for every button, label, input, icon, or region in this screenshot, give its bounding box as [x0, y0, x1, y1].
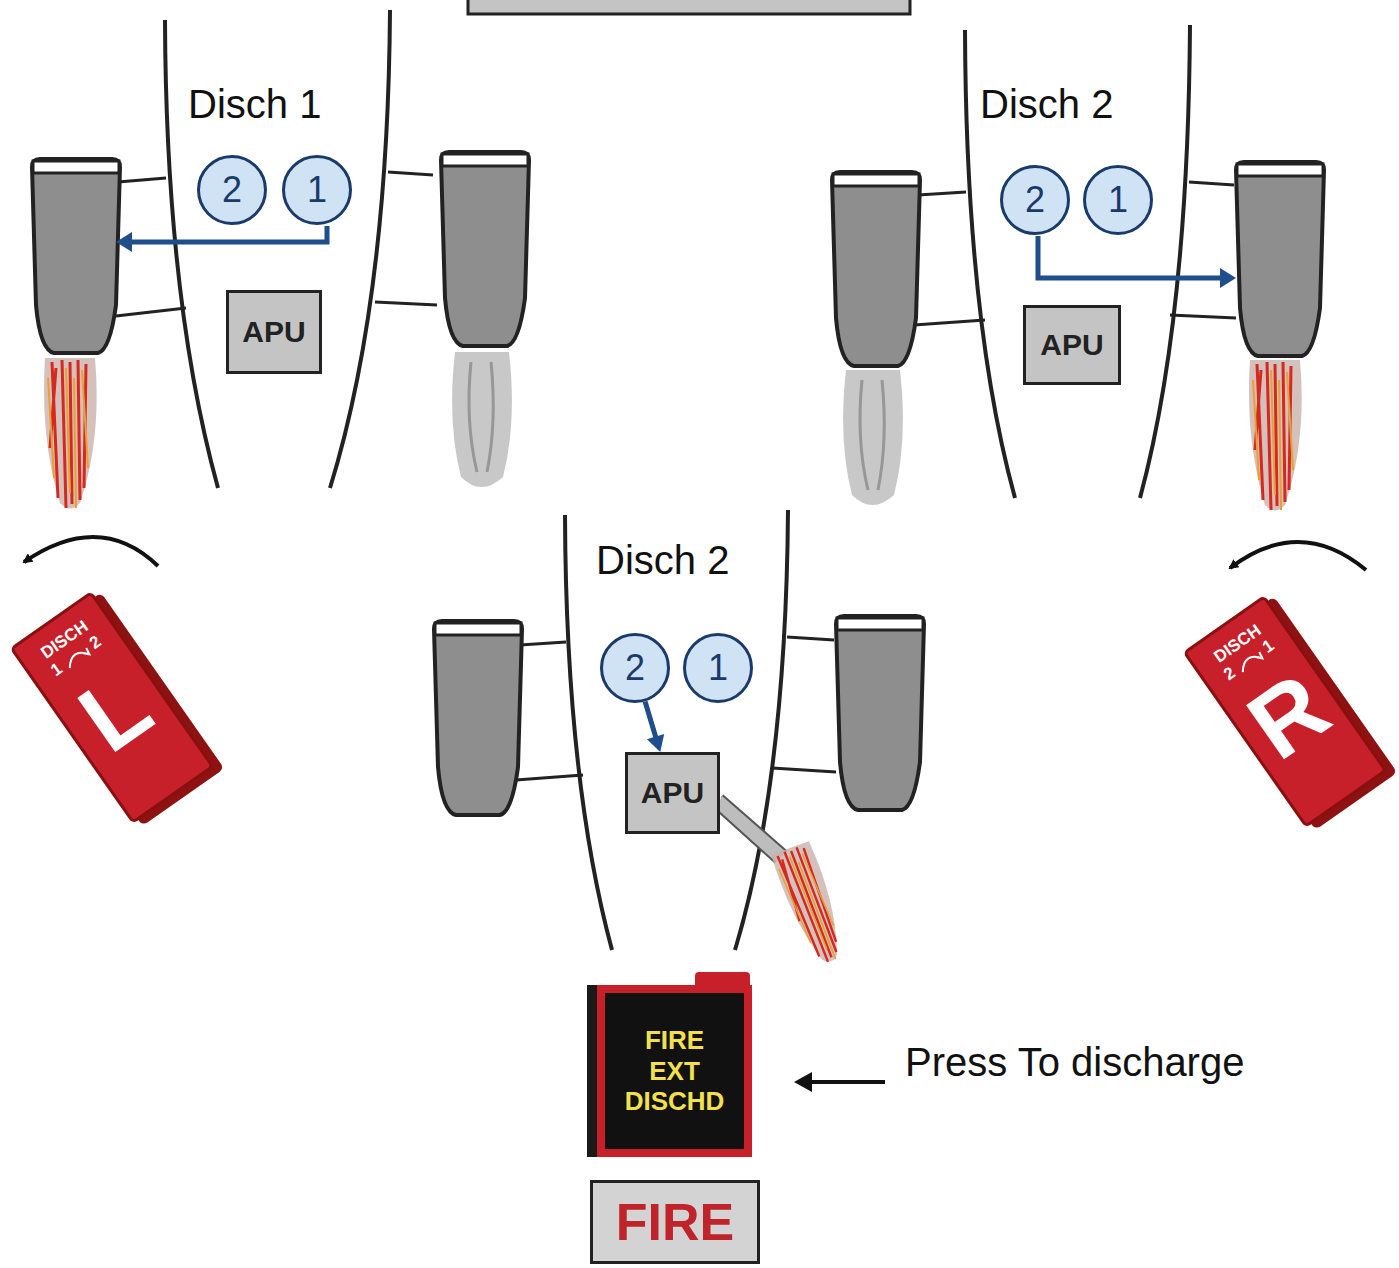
- handle-letter: R: [1231, 655, 1346, 777]
- position-number: 1: [47, 659, 66, 681]
- discharge-arrow: [645, 702, 664, 752]
- circle-text: 1: [307, 169, 327, 211]
- section-title: Disch 1: [188, 82, 321, 126]
- apu-box: APU: [1023, 305, 1121, 385]
- leader-line: [808, 1080, 885, 1084]
- note-label: Press To discharge: [905, 1040, 1244, 1085]
- circle-text: 1: [1108, 179, 1128, 221]
- bottle-number: 2: [1000, 165, 1070, 235]
- aircraft-disch-2-apu: [434, 510, 924, 968]
- connector-line: [645, 702, 657, 741]
- apu-box: APU: [226, 290, 322, 374]
- arrow-head: [647, 734, 664, 752]
- position-number: 2: [1220, 663, 1239, 685]
- apu-text: APU: [1040, 328, 1103, 362]
- section-title: Disch 2: [980, 82, 1113, 126]
- aircraft-disch-2-right: [832, 25, 1324, 511]
- rotate-arc-path: [65, 647, 90, 668]
- bottle-number: 1: [282, 155, 352, 225]
- rotate-arrow: [1230, 542, 1366, 570]
- handle-label: DISCH: [37, 617, 92, 664]
- apu-text: APU: [641, 776, 704, 810]
- fire-label-box: FIRE: [590, 1180, 760, 1264]
- bottle-number: 1: [1083, 165, 1153, 235]
- fire-handle: DISCH12L: [9, 591, 214, 824]
- leader-head: [794, 1072, 812, 1092]
- circle-text: 1: [708, 647, 728, 689]
- bottle-number: 1: [683, 633, 753, 703]
- handle-label: DISCH: [1210, 621, 1265, 668]
- bottle-number: 2: [600, 633, 670, 703]
- panel: [468, 0, 910, 14]
- section-label: Disch 2: [980, 82, 1113, 127]
- apu-box: APU: [625, 752, 720, 834]
- circle-text: 2: [625, 647, 645, 689]
- position-number: 1: [1259, 636, 1278, 658]
- position-number: 2: [86, 632, 105, 654]
- aircraft-disch-1: [32, 10, 529, 509]
- rotate-arc-path: [1238, 651, 1263, 672]
- section-title: Disch 2: [596, 538, 729, 582]
- discharge-button: FIRE EXT DISCHD: [597, 985, 752, 1157]
- fire-text: FIRE: [616, 1192, 734, 1252]
- handle-letter: L: [62, 654, 168, 770]
- fire-handle: DISCH21R: [1182, 595, 1387, 828]
- bottle-number: 2: [197, 155, 267, 225]
- button-text: FIRE EXT DISCHD: [625, 1025, 725, 1117]
- circle-text: 2: [222, 169, 242, 211]
- circle-text: 2: [1025, 179, 1045, 221]
- note-text: Press To discharge: [905, 1040, 1244, 1084]
- rotate-arrow: [24, 537, 158, 566]
- section-label: Disch 2: [596, 538, 729, 583]
- apu-text: APU: [242, 315, 305, 349]
- section-label: Disch 1: [188, 82, 321, 127]
